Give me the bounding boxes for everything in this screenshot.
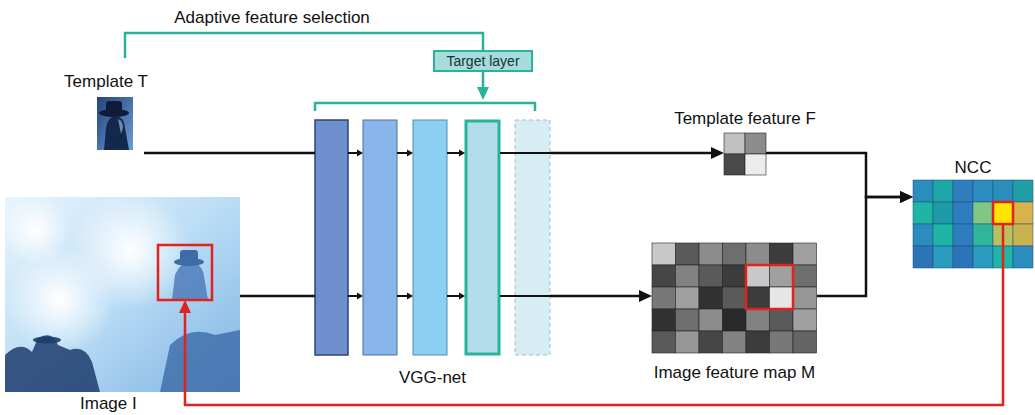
hat-crown (106, 101, 122, 113)
figure-label: Image feature map M (654, 363, 816, 382)
ncc-map: NCC (913, 180, 1033, 268)
arrowhead (711, 147, 724, 159)
box-label: Target layer (446, 53, 519, 69)
ncc-grid (913, 180, 1033, 268)
conv-layer (413, 120, 447, 355)
connector (550, 147, 724, 159)
hat-silhouette (33, 337, 61, 344)
arrowhead (900, 191, 913, 203)
highlight (118, 119, 123, 134)
figure-label: Template T (64, 72, 148, 91)
connector-line (240, 295, 315, 298)
arrowhead (639, 290, 652, 302)
connector-line (482, 72, 485, 87)
light-glow (0, 195, 70, 265)
connector-line (185, 224, 1003, 405)
figure-label: VGG-net (399, 368, 466, 387)
connector (477, 72, 489, 100)
figure (104, 116, 129, 150)
target-layer-box: Target layer (433, 50, 533, 72)
vgg-network: VGG-net (315, 100, 550, 355)
conv-layer (315, 120, 348, 355)
figure-label: NCC (955, 158, 992, 177)
match-window (746, 265, 793, 309)
connector (125, 33, 483, 58)
figure-label: Image I (80, 394, 137, 413)
feature-map: Image feature map M (652, 243, 817, 353)
match-box (158, 245, 212, 300)
inner-arrows (348, 153, 550, 296)
connector (179, 224, 1003, 405)
feature-map-grid (652, 243, 817, 353)
template-ground (97, 97, 133, 150)
unused-layer (515, 120, 550, 355)
connector-line (125, 33, 483, 58)
connector-line (766, 153, 900, 197)
arrowhead (179, 300, 191, 313)
connector (550, 290, 652, 302)
connector-line (144, 152, 315, 155)
input-image: Image I (5, 197, 240, 392)
target-figure (172, 262, 208, 300)
target-hat (180, 250, 198, 262)
target-conv-layer (466, 121, 499, 354)
connector (766, 153, 913, 203)
crowd-silhouette (5, 335, 100, 392)
template-feature: Template feature F (724, 133, 766, 175)
inner-heads (357, 150, 465, 300)
connector-line (550, 295, 639, 298)
connector (240, 296, 315, 297)
layer-bracket (315, 103, 535, 111)
template-image: Template T (68, 58, 144, 154)
input-picture (0, 190, 240, 392)
template-feature-grid (724, 133, 766, 175)
light-glow (70, 190, 190, 310)
connector-line (550, 152, 711, 155)
edge-label: Adaptive feature selection (174, 8, 370, 27)
conv-layer (363, 120, 397, 355)
connector-line (817, 197, 900, 296)
connector (144, 153, 315, 154)
connector (817, 191, 913, 296)
arrowhead (477, 87, 489, 100)
arrowhead (900, 191, 913, 203)
template-picture (97, 97, 133, 150)
figure-label: Template feature F (674, 109, 816, 128)
vgg-layers (315, 103, 550, 355)
figure-silhouette (160, 330, 240, 392)
peak-cell (993, 202, 1013, 224)
